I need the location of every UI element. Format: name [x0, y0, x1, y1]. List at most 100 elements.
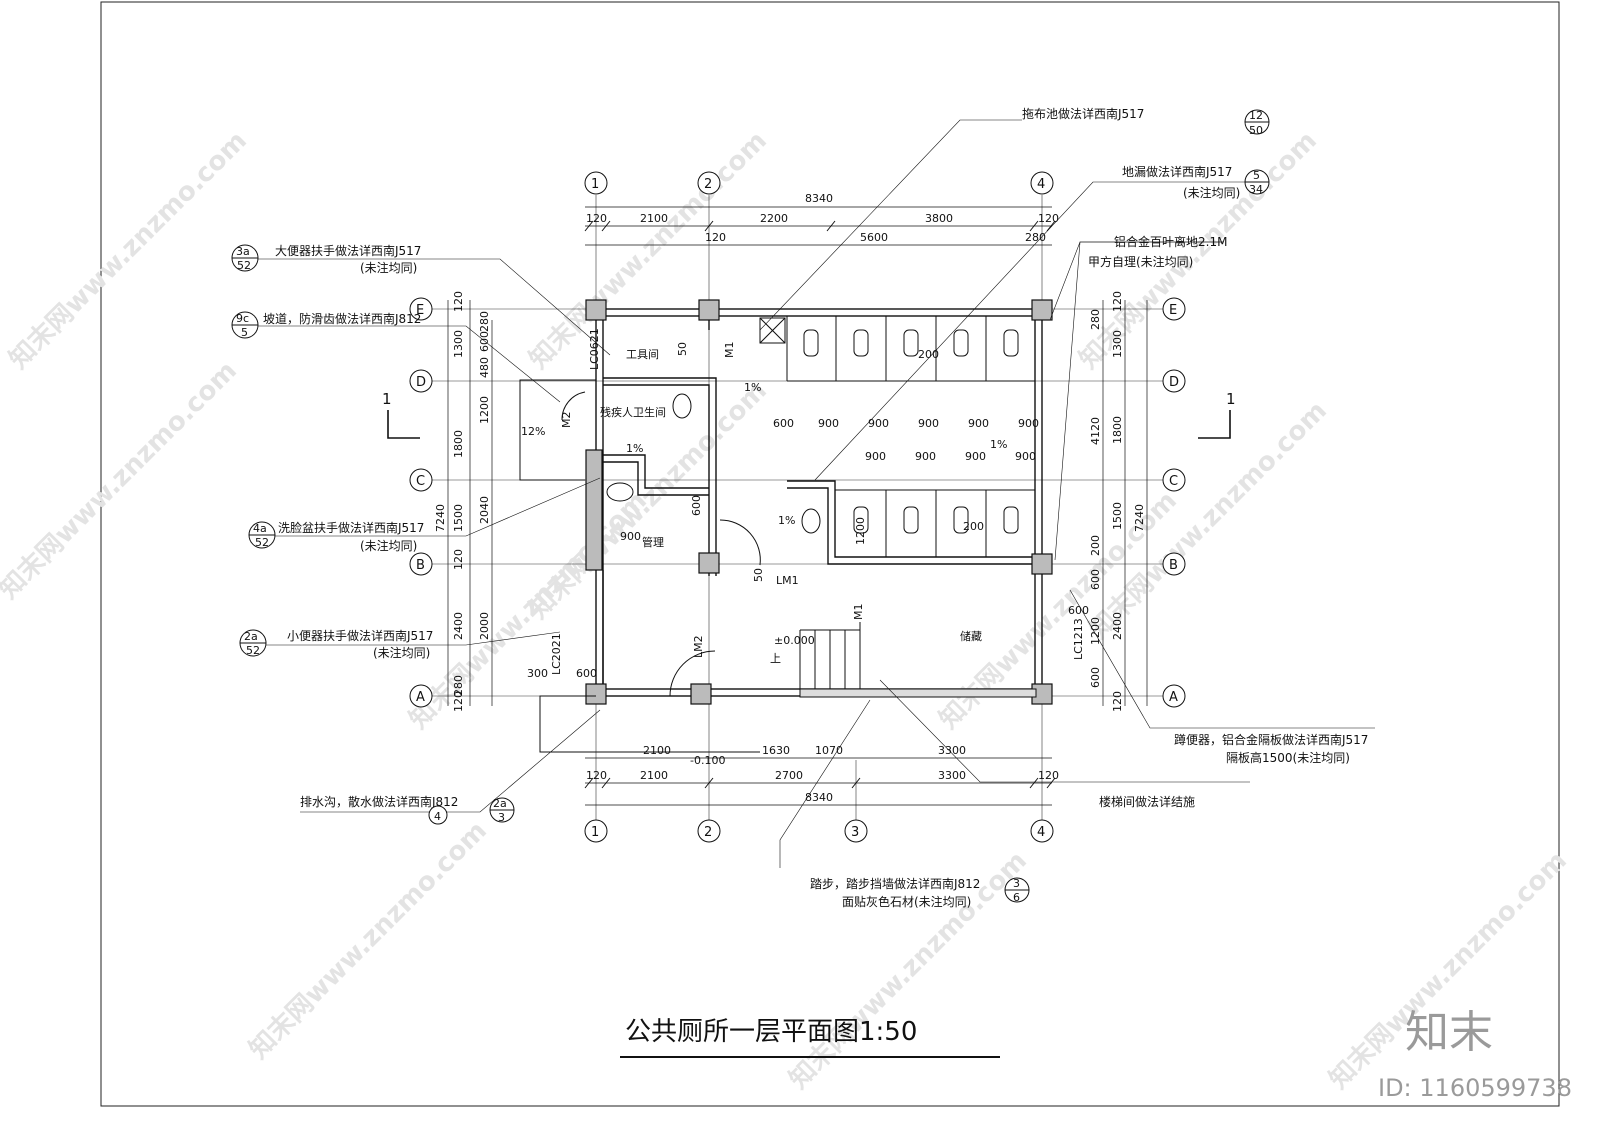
partition-dims: 600 900 900 900 900 900 900 900 900 900 …: [527, 342, 1089, 680]
dim-text: 120: [452, 291, 465, 312]
slope-mark: 1%: [990, 438, 1007, 451]
top-dimensions: 120 2100 2200 3800 120 8340 120 5600 280: [586, 192, 1059, 244]
dim-text: 900: [968, 417, 989, 430]
axis-label: 1: [591, 177, 599, 192]
note-text: 拖布池做法详西南J517: [1022, 106, 1144, 121]
detail-ref: 3a: [236, 245, 250, 258]
dim-text: 1500: [452, 504, 465, 532]
note-text: 隔板高1500(未注均同): [1226, 750, 1350, 765]
axis-label: D: [416, 375, 426, 390]
watermark: 知末网www.znzmo.com: [0, 356, 243, 605]
dim-text: 50: [752, 568, 765, 582]
room-label: 储藏: [960, 629, 982, 643]
axis-label: D: [1169, 375, 1179, 390]
note-text: (未注均同): [373, 645, 430, 660]
dim-text: 900: [915, 450, 936, 463]
dim-text: 120: [1038, 769, 1059, 782]
detail-ref: 3: [1013, 877, 1020, 890]
dim-text: 1200: [1089, 617, 1102, 645]
drawing-title: 公共厕所一层平面图1:50: [625, 1017, 917, 1047]
dim-text: 1630: [762, 744, 790, 757]
axis-label: B: [1169, 558, 1178, 573]
axis-label: E: [416, 303, 424, 318]
dim-text: 2700: [775, 769, 803, 782]
dim-text: 2400: [452, 612, 465, 640]
room-label: 工具间: [626, 348, 659, 361]
dim-text: 120: [586, 212, 607, 225]
brand-logo: 知末: [1405, 1007, 1493, 1058]
dim-text: 900: [818, 417, 839, 430]
dim-text: 280: [1025, 231, 1046, 244]
dim-text: 120: [1111, 691, 1124, 712]
slope-mark: 1%: [778, 514, 795, 527]
door-label: M1: [852, 604, 865, 621]
dim-text: 900: [868, 417, 889, 430]
sheet-border: [100, 1, 1560, 1107]
dim-text: 1500: [1111, 502, 1124, 530]
brand-id: ID: 1160599738: [1378, 1074, 1572, 1102]
room-label: 上: [770, 652, 781, 665]
note-text: 踏步，踏步挡墙做法详西南J812: [810, 876, 980, 891]
detail-ref: 50: [1249, 124, 1263, 137]
dim-text: 1070: [815, 744, 843, 757]
dimension-lines: [447, 206, 1148, 806]
dim-text: 1200: [478, 396, 491, 424]
dim-text: 3800: [925, 212, 953, 225]
axis-label: E: [1169, 303, 1177, 318]
dim-text: 1800: [452, 430, 465, 458]
detail-ref: 52: [237, 259, 251, 272]
axis-label: B: [416, 558, 425, 573]
dim-text: 900: [918, 417, 939, 430]
dim-text: 120: [1038, 212, 1059, 225]
note-text: (未注均同): [360, 260, 417, 275]
dim-text: 600: [773, 417, 794, 430]
dim-text: 280: [452, 675, 465, 696]
dim-text: 120: [586, 769, 607, 782]
section-label: 1: [1226, 390, 1236, 408]
axis-label: 2: [704, 825, 712, 840]
dim-text: 120: [705, 231, 726, 244]
axis-label: C: [416, 474, 425, 489]
window-label: LC2021: [550, 633, 563, 675]
dim-text: 1200: [854, 517, 867, 545]
detail-ref: 52: [255, 536, 269, 549]
dim-text: 1300: [1111, 330, 1124, 358]
note-text: (未注均同): [1183, 185, 1240, 200]
slope-mark: 1%: [626, 442, 643, 455]
detail-ref: 2a: [493, 797, 507, 810]
dim-text: 3300: [938, 769, 966, 782]
watermark: 知末网www.znzmo.com: [4, 126, 253, 375]
section-marks: [387, 410, 1231, 439]
door-label: M1: [723, 342, 736, 359]
axis-label: A: [416, 690, 425, 705]
dim-text: 280: [1089, 309, 1102, 330]
dim-text: 200: [1089, 535, 1102, 556]
note-text: 小便器扶手做法详西南J517: [287, 628, 433, 643]
note-text: 洗脸盆扶手做法详西南J517: [278, 520, 424, 535]
dim-text: 4120: [1089, 417, 1102, 445]
note-text: 大便器扶手做法详西南J517: [275, 243, 421, 258]
room-label: 管理: [642, 535, 664, 549]
axis-bubbles: 1 2 4 1 2 3 4 E D C B A E D C B A: [409, 171, 1186, 843]
dim-text: 600: [1089, 667, 1102, 688]
dim-text: 900: [1018, 417, 1039, 430]
door-label: LM2: [692, 635, 705, 658]
toilet-stalls: [519, 316, 1037, 753]
dim-text: 280: [478, 311, 491, 332]
axis-label: 4: [1037, 177, 1045, 192]
dim-text: 2100: [643, 744, 671, 757]
slope-mark: 12%: [521, 425, 545, 438]
axis-label: 1: [591, 825, 599, 840]
axis-label: C: [1169, 474, 1178, 489]
dim-text: 600: [576, 667, 597, 680]
dim-text: 600: [1089, 569, 1102, 590]
detail-ref: 5: [241, 326, 248, 339]
dim-text: 120: [1111, 291, 1124, 312]
detail-ref: 34: [1249, 183, 1263, 196]
detail-ref: 4: [434, 810, 441, 823]
dim-text: 900: [865, 450, 886, 463]
dim-text: 600: [690, 495, 703, 516]
dim-text: 2100: [640, 769, 668, 782]
